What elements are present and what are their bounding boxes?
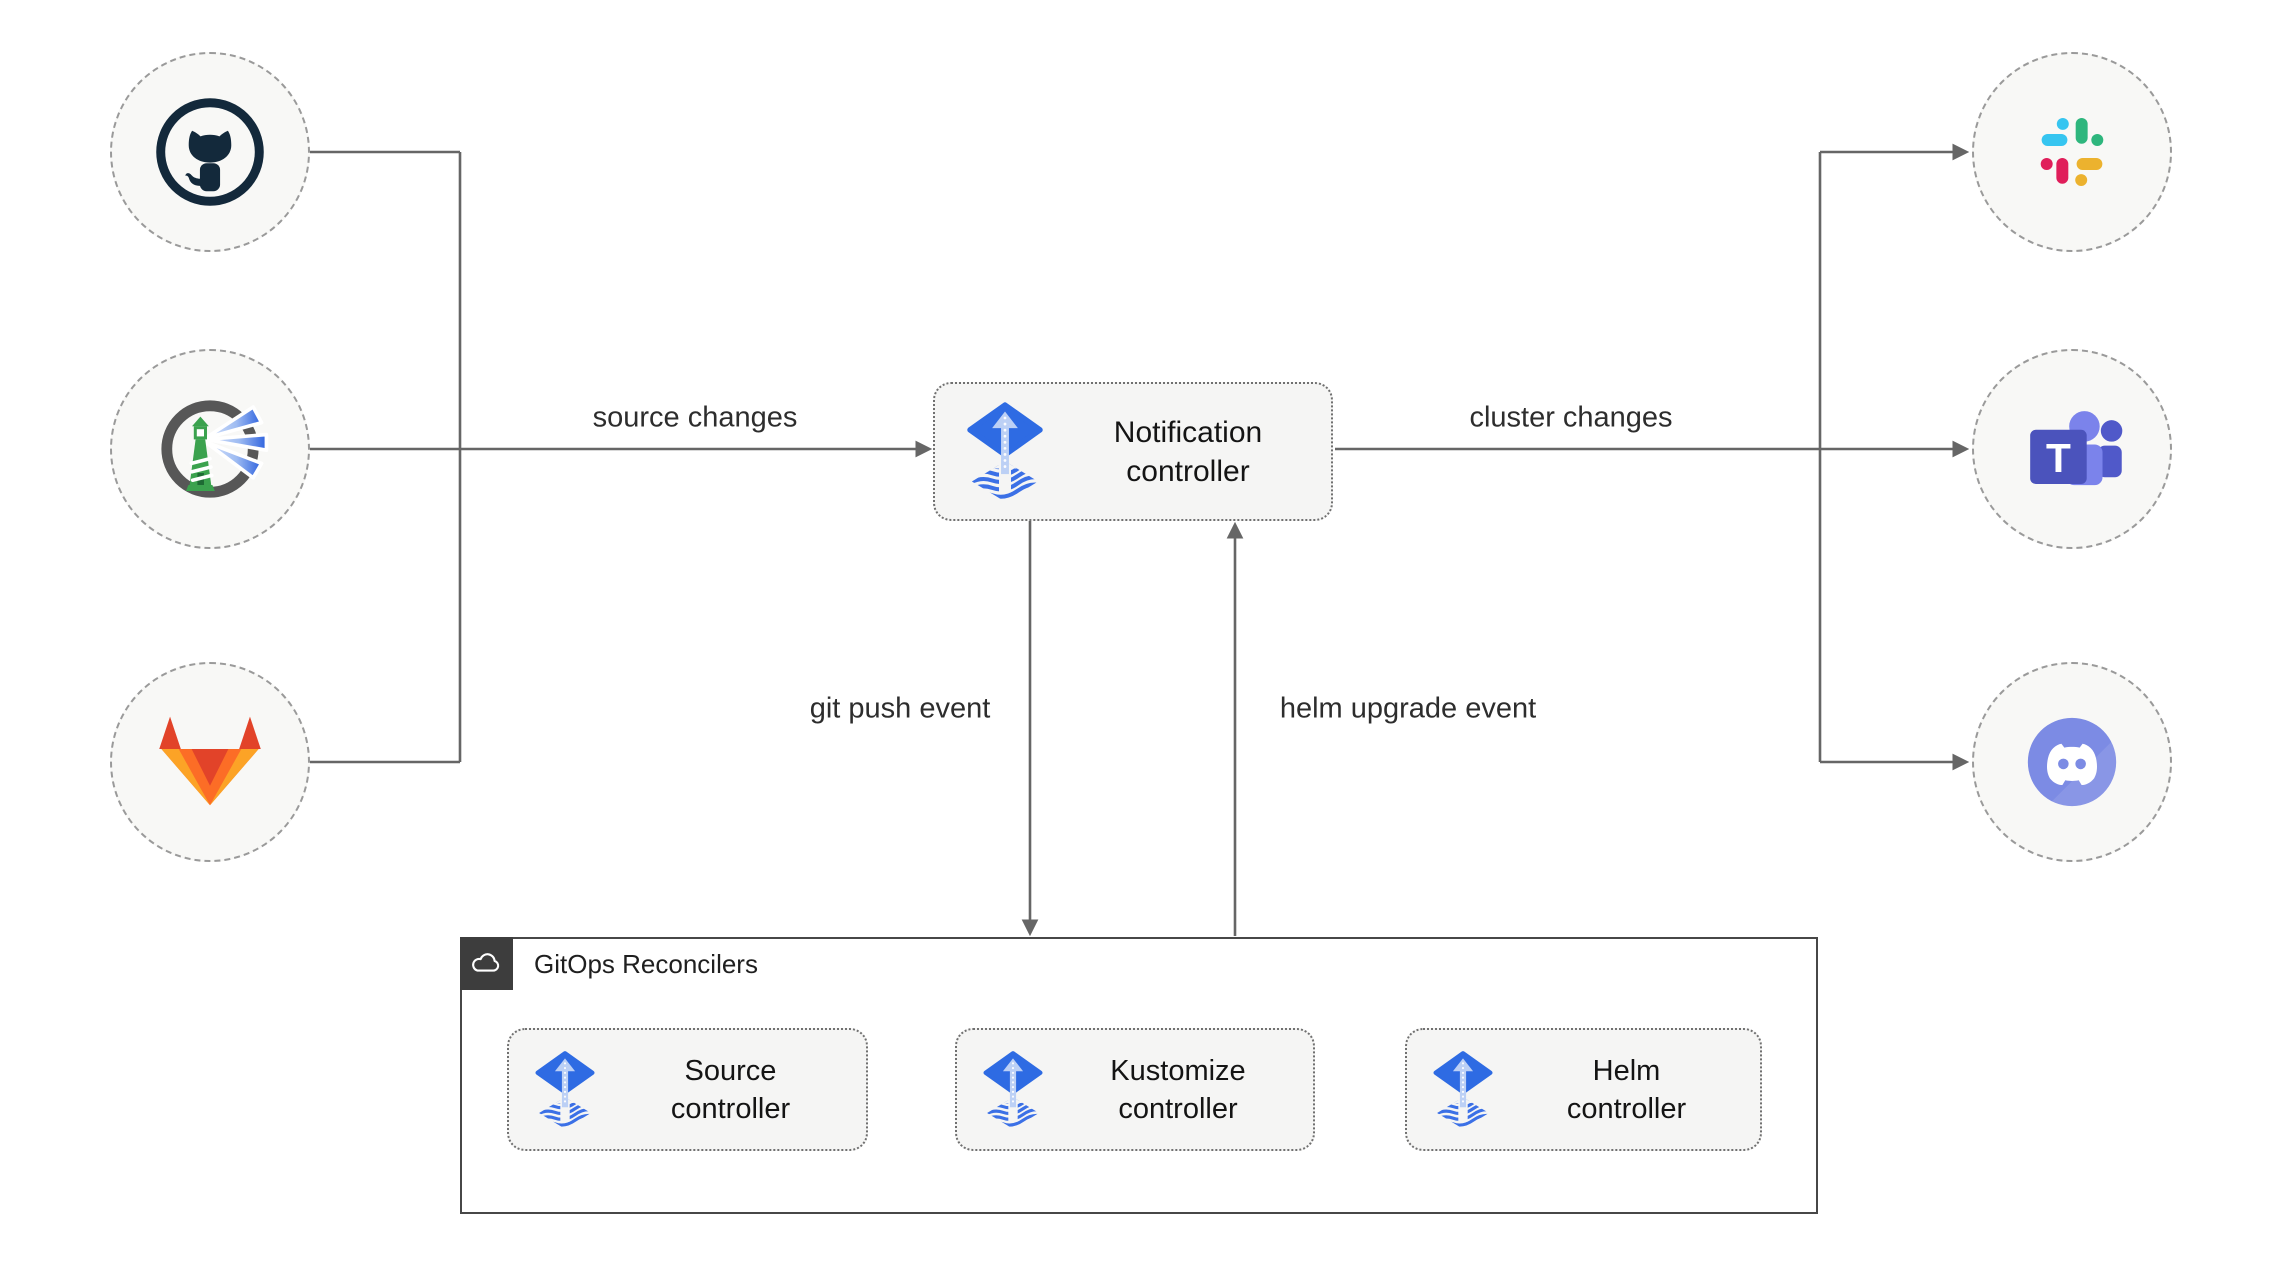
edge-label-cluster-changes: cluster changes (1469, 401, 1673, 434)
edge-label-source-changes: source changes (592, 401, 798, 434)
flux-icon (959, 402, 1051, 502)
flux-icon (977, 1051, 1049, 1129)
group-title: GitOps Reconcilers (534, 948, 758, 979)
source-controller-label: Source controller (670, 1054, 791, 1125)
node-source-controller: Source controller (507, 1028, 868, 1151)
harbor-icon (161, 400, 269, 498)
node-teams: T (1972, 349, 2172, 549)
node-github (110, 52, 310, 252)
cloud-icon (472, 952, 500, 972)
flux-icon (1427, 1051, 1499, 1129)
teams-icon: T (2030, 411, 2123, 486)
group-header-tile (459, 936, 513, 990)
gitlab-icon (159, 716, 261, 806)
discord-icon (2027, 717, 2117, 807)
node-kustomize-controller: Kustomize controller (955, 1028, 1315, 1151)
kustomize-controller-label: Kustomize controller (1110, 1054, 1246, 1125)
github-icon (156, 98, 264, 206)
node-notification-controller: Notification controller (933, 382, 1333, 521)
flux-icon (529, 1051, 601, 1129)
helm-controller-label: Helm controller (1566, 1054, 1687, 1125)
edge-label-helm-upgrade-event: helm upgrade event (1279, 692, 1537, 725)
node-gitlab (110, 662, 310, 862)
node-helm-controller: Helm controller (1405, 1028, 1762, 1151)
node-harbor (110, 349, 310, 549)
teams-letter: T (2046, 435, 2071, 481)
node-slack (1972, 52, 2172, 252)
notification-controller-label: Notification controller (1113, 415, 1263, 488)
node-discord (1972, 662, 2172, 862)
edge-label-git-push-event: git push event (809, 692, 991, 725)
slack-icon (2040, 117, 2104, 187)
